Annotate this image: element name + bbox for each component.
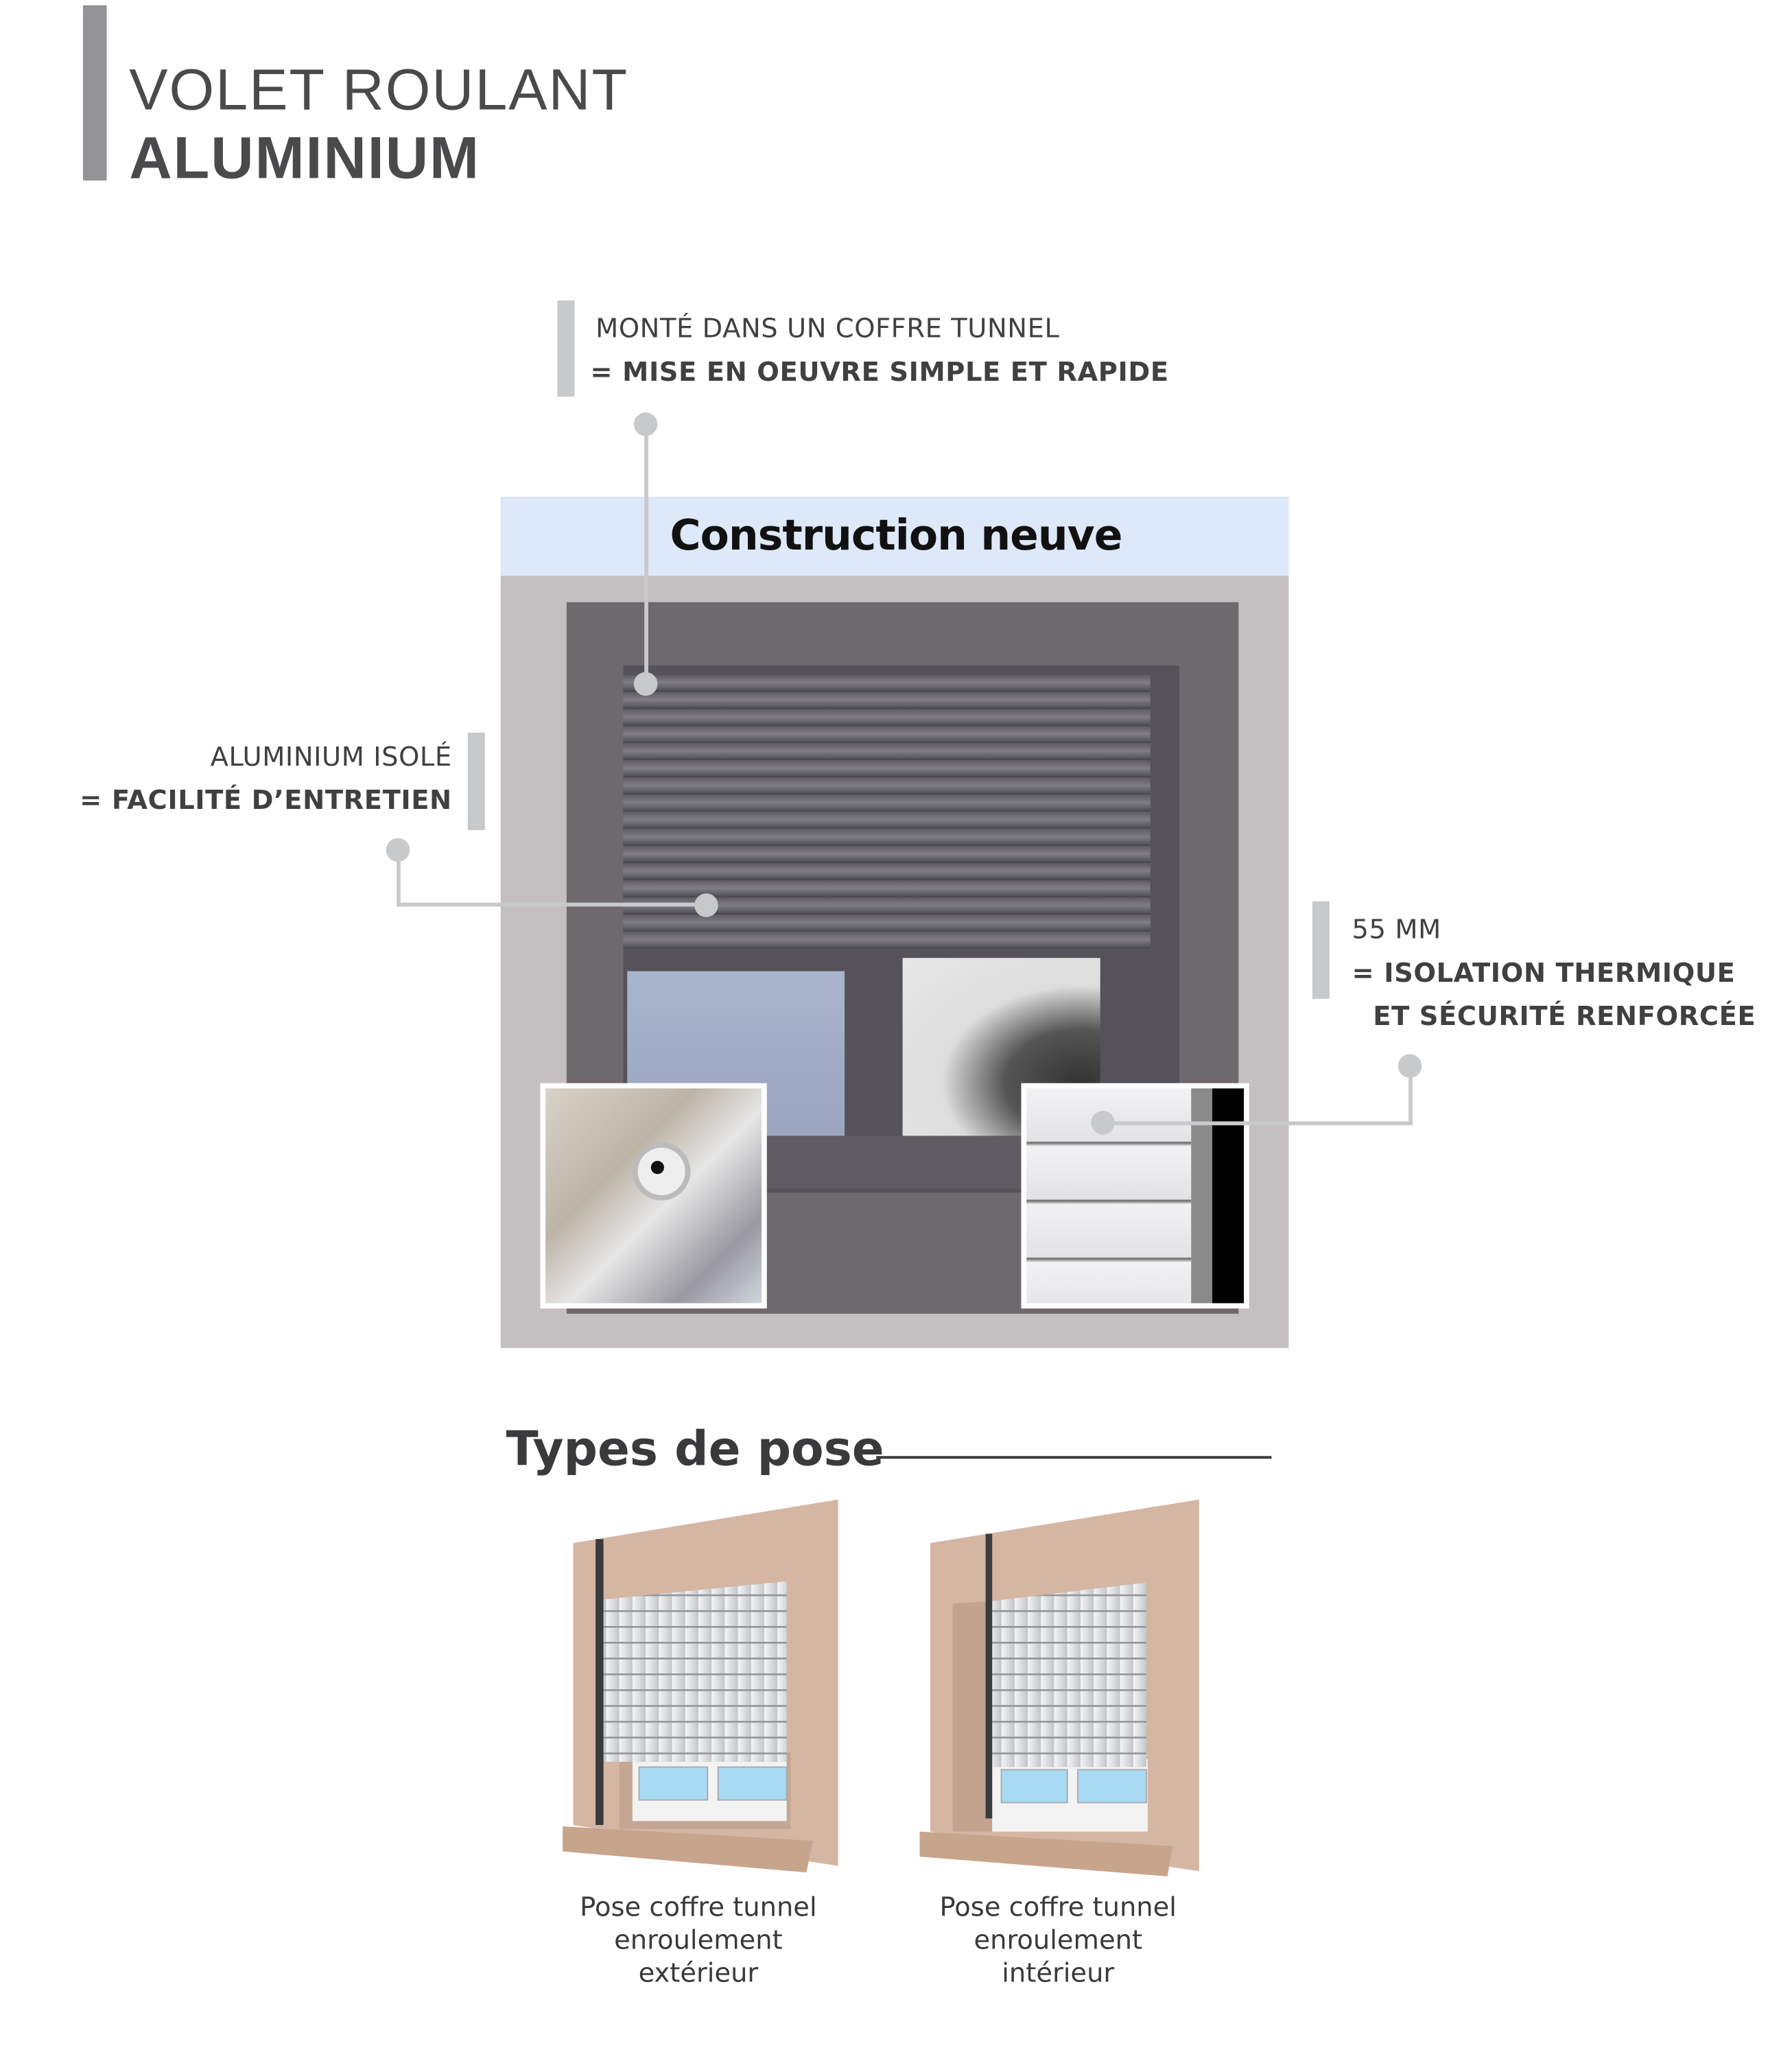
callout-aluminium-dot-target (694, 893, 718, 917)
callout-bar (1312, 901, 1330, 999)
callout-lame-dot-target (1091, 1111, 1115, 1135)
caption-line: Pose coffre tunnel (580, 1891, 817, 1923)
page-title-line2: ALUMINIUM (129, 123, 480, 191)
callout-aluminium-dot-top (386, 838, 410, 862)
callout-coffre: MONTÉ DANS UN COFFRE TUNNEL = MISE EN OE… (590, 307, 1169, 394)
callout-aluminium-line-v (397, 849, 401, 907)
photo-banner-title: Construction neuve (670, 510, 1123, 561)
illustration-interieur (919, 1499, 1199, 1876)
callout-lame-line2: = ISOLATION THERMIQUE (1352, 956, 1736, 989)
callout-bar (467, 732, 485, 830)
callout-lame: 55 MM = ISOLATION THERMIQUE ET SÉCURITÉ … (1352, 908, 1756, 1038)
callout-coffre-dot-top (633, 412, 658, 436)
callout-coffre-line1: MONTÉ DANS UN COFFRE TUNNEL (596, 312, 1060, 344)
callout-coffre-dot-target (633, 672, 658, 696)
callout-lame-line-v (1408, 1065, 1413, 1124)
callout-coffre-line2: = MISE EN OEUVRE SIMPLE ET RAPIDE (590, 355, 1169, 388)
callout-lame-line3: ET SÉCURITÉ RENFORCÉE (1373, 1000, 1756, 1032)
pose-caption-exterieur: Pose coffre tunnel enroulement extérieur (540, 1891, 856, 1990)
callout-aluminium: ALUMINIUM ISOLÉ = FACILITÉ D’ENTRETIEN (80, 735, 452, 823)
caption-line: enroulement (974, 1924, 1143, 1956)
caption-line: intérieur (1002, 1957, 1115, 1989)
callout-bar (557, 300, 575, 397)
types-title-rule (876, 1456, 1272, 1459)
callout-lame-line-h (1103, 1121, 1413, 1126)
callout-coffre-line (644, 424, 648, 683)
inset-coffre-photo (540, 1083, 767, 1309)
callout-aluminium-line-h (397, 902, 707, 907)
page-title-line1: VOLET ROULANT (129, 58, 629, 123)
title-accent-bar (82, 5, 107, 181)
callout-aluminium-line1: ALUMINIUM ISOLÉ (210, 740, 452, 773)
callout-lame-dot-top (1398, 1054, 1422, 1079)
product-photo: Construction neuve (500, 497, 1289, 1348)
photo-banner: Construction neuve (500, 497, 1289, 576)
caption-line: enroulement (614, 1924, 783, 1956)
pose-caption-interieur: Pose coffre tunnel enroulement intérieur (900, 1891, 1216, 1990)
illustration-exterieur (563, 1499, 838, 1873)
callout-aluminium-line2: = FACILITÉ D’ENTRETIEN (80, 784, 452, 816)
caption-line: extérieur (638, 1957, 759, 1989)
callout-lame-line1: 55 MM (1352, 912, 1441, 945)
types-title: Types de pose (506, 1423, 884, 1477)
caption-line: Pose coffre tunnel (939, 1891, 1177, 1923)
